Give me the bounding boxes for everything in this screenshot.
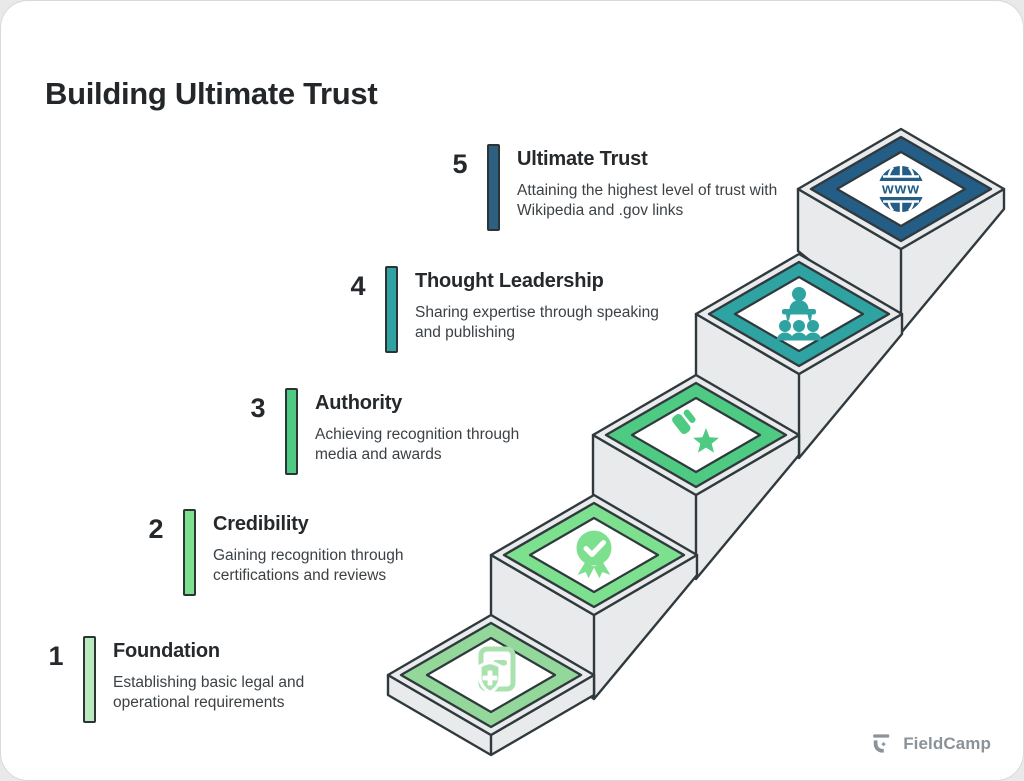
stair-step-1: [386, 613, 596, 757]
brand-name: FieldCamp: [903, 733, 991, 753]
fieldcamp-logo-icon: [873, 734, 890, 753]
step-label-2: 2 Credibility Gaining recognition throug…: [141, 509, 441, 596]
step-color-bar: [385, 266, 398, 353]
step-description: Achieving recognition through media and …: [315, 426, 520, 464]
step-number: 3: [250, 393, 266, 423]
step-description: Sharing expertise through speaking and p…: [415, 304, 659, 342]
step-title: Authority: [315, 392, 403, 414]
shield-document-icon: [480, 649, 513, 693]
step-title: Thought Leadership: [415, 270, 604, 292]
step-number: 4: [350, 271, 366, 301]
step-number: 1: [48, 641, 64, 671]
step-description: Gaining recognition through certificatio…: [213, 547, 404, 585]
stair-step-4: [694, 252, 904, 460]
step-label-5: 5 Ultimate Trust Attaining the highest l…: [445, 144, 791, 231]
step-description: Establishing basic legal and operational…: [113, 674, 305, 712]
stair-step-3: [591, 373, 801, 581]
step-color-bar: [285, 388, 298, 475]
step-title: Credibility: [213, 513, 309, 535]
step-number: 2: [148, 514, 164, 544]
step-color-bar: [183, 509, 196, 596]
step-label-3: 3 Authority Achieving recognition throug…: [243, 388, 555, 475]
step-label-1: 1 Foundation Establishing basic legal an…: [41, 636, 341, 723]
step-number: 5: [452, 149, 468, 179]
step-description: Attaining the highest level of trust wit…: [517, 182, 778, 220]
step-color-bar: [83, 636, 96, 723]
step-label-4: 4 Thought Leadership Sharing expertise t…: [343, 266, 689, 353]
step-color-bar: [487, 144, 500, 231]
page-title: Building Ultimate Trust: [45, 75, 378, 111]
step-title: Foundation: [113, 640, 220, 662]
step-title: Ultimate Trust: [517, 148, 648, 170]
brand-logo: FieldCamp: [870, 731, 991, 756]
stair-step-5: [796, 127, 1006, 335]
